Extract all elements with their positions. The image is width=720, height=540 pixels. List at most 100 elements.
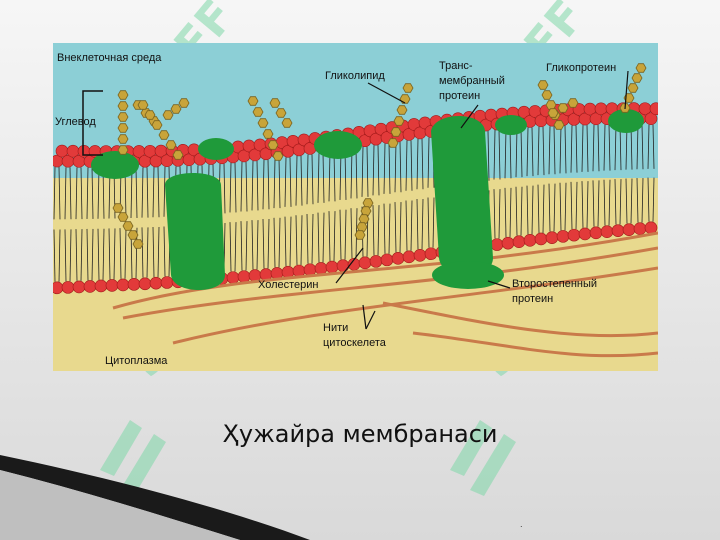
- lipid-tail: [603, 124, 606, 171]
- sugar-unit: [165, 140, 177, 150]
- sugar-unit: [387, 138, 399, 148]
- lipid-tail: [119, 228, 122, 279]
- lipid-tail: [575, 125, 578, 173]
- lipid-head: [413, 248, 427, 262]
- lipid-head: [325, 260, 339, 274]
- lipid-head: [611, 224, 625, 237]
- lipid-tail: [240, 221, 243, 271]
- lipid-tail: [267, 218, 270, 269]
- label-cytoskeleton: Нити цитоскелета: [323, 322, 387, 349]
- lipid-tail: [289, 157, 292, 207]
- surface-protein: [91, 151, 139, 179]
- lipid-tail: [586, 181, 589, 228]
- transmembrane-protein-left: [165, 173, 225, 290]
- sugar-unit: [390, 127, 402, 137]
- label-peripheral-protein: Второстепенный протеин: [512, 278, 600, 305]
- carbohydrate-chains: [112, 63, 647, 249]
- lipid-tail: [493, 189, 496, 239]
- lipid-tail: [427, 197, 430, 248]
- lipid-head: [72, 280, 86, 294]
- sugar-unit: [541, 90, 553, 100]
- footnote-mark: .: [520, 520, 523, 529]
- lipid-tail: [102, 228, 105, 280]
- lipid-tail: [553, 183, 556, 232]
- lipid-tail: [383, 203, 386, 254]
- lipid-tail: [531, 127, 534, 177]
- sugar-unit: [117, 123, 129, 133]
- lipid-tail: [537, 126, 540, 176]
- lipid-tail: [64, 229, 67, 282]
- glycoprotein-body: [608, 109, 644, 133]
- surface-protein: [198, 138, 234, 160]
- lipid-head: [391, 252, 405, 265]
- lipid-tail: [520, 186, 523, 236]
- lipid-head: [424, 247, 438, 261]
- lipid-tail: [394, 202, 397, 253]
- lipid-tail: [542, 126, 545, 176]
- lipid-head: [105, 279, 119, 292]
- lipid-tail: [355, 148, 358, 199]
- lipid-tail: [322, 152, 325, 203]
- lipid-tail: [586, 125, 589, 172]
- lipid-head: [567, 228, 581, 242]
- label-carbohydrate: Углевод: [55, 116, 96, 128]
- lipid-tail: [372, 205, 375, 256]
- sugar-unit: [269, 98, 281, 108]
- lipid-tail: [608, 124, 611, 171]
- sugar-unit: [117, 112, 129, 122]
- lipid-tail: [504, 129, 507, 179]
- lipid-tail: [262, 159, 265, 210]
- lipid-tail: [245, 161, 248, 212]
- lipid-head: [490, 238, 504, 251]
- lipid-tail: [641, 178, 644, 223]
- sugar-unit: [132, 239, 144, 249]
- label-cholesterol: Холестерин: [258, 279, 319, 291]
- sugar-unit: [170, 104, 182, 114]
- lipid-tail: [531, 185, 534, 235]
- lipid-tail: [69, 167, 72, 220]
- sugar-unit: [257, 118, 269, 128]
- lipid-tail: [619, 179, 622, 225]
- lipid-tail: [592, 180, 595, 227]
- lipid-tail: [163, 226, 166, 277]
- lipid-head: [314, 262, 328, 275]
- lipid-tail: [163, 166, 166, 217]
- lipid-tail: [487, 131, 490, 181]
- lipid-tail: [91, 167, 94, 219]
- membrane-proteins: [91, 109, 644, 290]
- sugar-unit: [635, 63, 647, 73]
- lipid-tail: [597, 180, 600, 227]
- sugar-unit: [567, 98, 579, 108]
- lipid-tail: [625, 178, 628, 224]
- lipid-tail: [432, 197, 435, 248]
- slide-title: Ҳужайра мембранаси: [222, 420, 498, 448]
- lipid-tail: [548, 183, 551, 232]
- lipid-tail: [383, 143, 386, 194]
- sugar-unit: [547, 108, 559, 118]
- lipid-tail: [421, 198, 424, 250]
- leader-lines: [335, 70, 629, 330]
- lipid-tail: [416, 198, 419, 250]
- lipid-tail: [537, 184, 540, 233]
- lipid-tail: [69, 229, 72, 282]
- lipid-tail: [366, 146, 369, 197]
- lipid-tail: [295, 155, 298, 206]
- lipid-tail: [284, 216, 287, 267]
- lipid-tail: [113, 228, 116, 280]
- lipid-tail: [300, 155, 303, 206]
- sugar-unit: [356, 222, 368, 232]
- lipid-tail: [135, 167, 138, 218]
- lipid-head: [149, 276, 163, 290]
- lipid-tail: [542, 184, 545, 233]
- lipid-tail: [416, 138, 419, 190]
- sugar-unit: [275, 108, 287, 118]
- label-glycolipid: Гликолипид: [325, 70, 385, 82]
- lipid-tail: [652, 124, 655, 169]
- watermark-logo-icon: [450, 420, 516, 496]
- lipid-head: [545, 231, 559, 244]
- lipid-head: [336, 259, 350, 273]
- lipid-tail: [509, 129, 512, 179]
- lipid-tail: [141, 227, 144, 278]
- sugar-unit: [162, 110, 174, 120]
- lipid-tail: [421, 138, 424, 190]
